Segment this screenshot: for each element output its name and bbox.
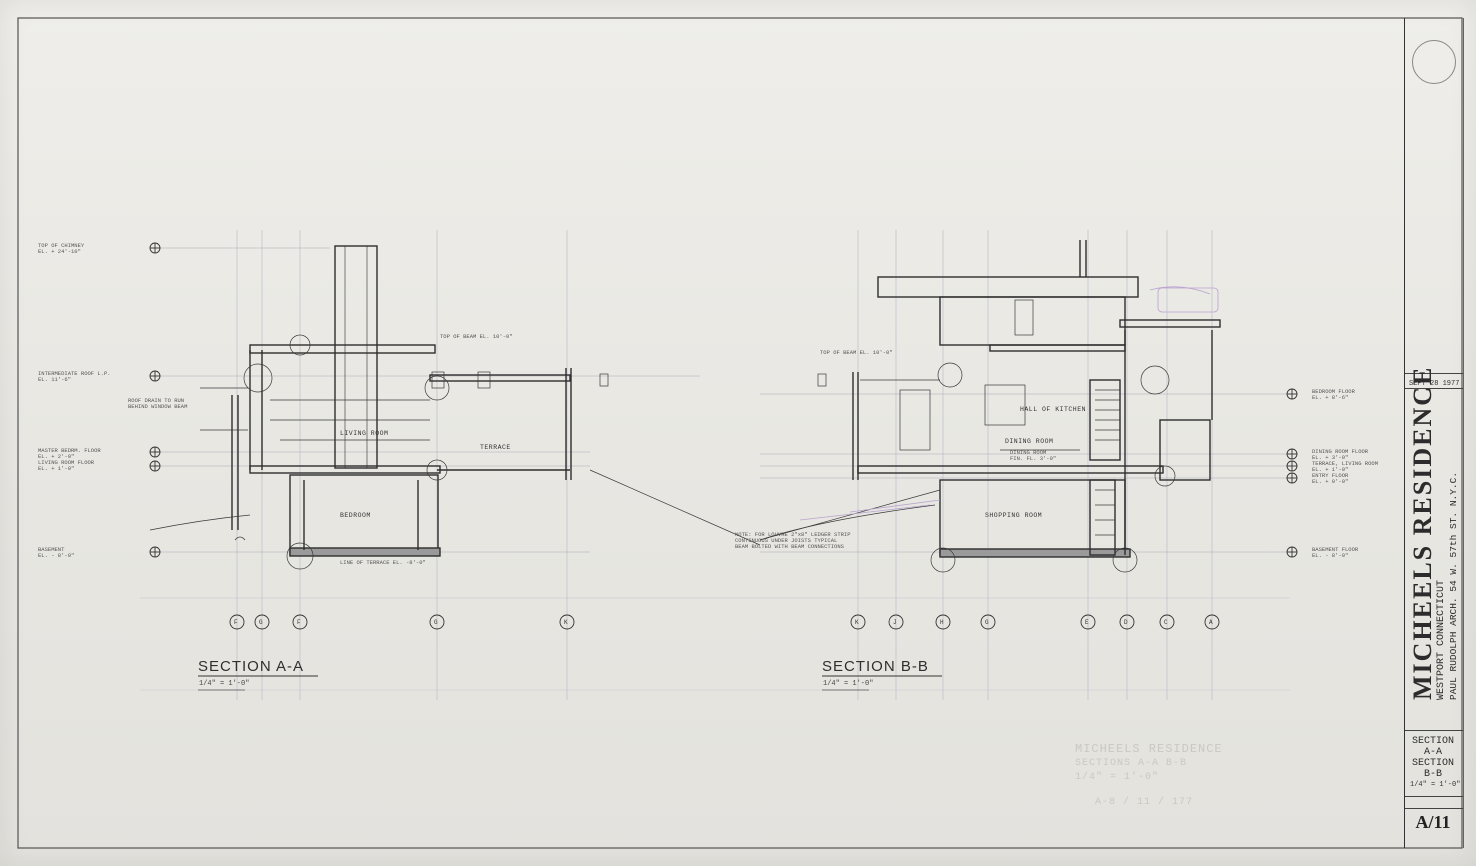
drawing-date: SEPT 28 1977: [1409, 380, 1460, 388]
title-block: [1404, 18, 1464, 848]
room-label: BEDROOM: [340, 512, 371, 519]
faded-stamp-line: MICHEELS RESIDENCE: [1075, 742, 1223, 756]
sheet-scale: 1/4" = 1'-0": [1410, 781, 1461, 789]
sheet-number: A/11: [1415, 812, 1451, 832]
grid-tag: A: [1209, 619, 1213, 626]
room-label: SHOPPING ROOM: [985, 512, 1043, 519]
grid-tag: H: [940, 619, 944, 626]
section-aa-detail: [149, 334, 609, 570]
grid-tag: G: [434, 619, 438, 626]
level-note: BEDROOM FLOOR EL. + 8'-6": [1312, 388, 1355, 401]
construction-grid: [140, 230, 1290, 700]
level-note: DINING ROOM FLOOR EL. + 3'-0" TERRACE, L…: [1312, 448, 1379, 485]
section-bb-title: SECTION B-B: [822, 658, 929, 675]
annotation: LINE OF TERRACE EL. -8'-0": [340, 559, 426, 566]
level-markers: [149, 242, 1298, 558]
project-title: MICHEELS RESIDENCE: [1408, 365, 1437, 700]
section-bb-structure: [852, 240, 1221, 558]
section-aa-structure: [231, 245, 572, 557]
architect-seal: [1412, 40, 1456, 84]
grid-tag: K: [564, 619, 568, 626]
section-aa-title: SECTION A-A: [198, 658, 305, 675]
room-label: DINING ROOM: [1005, 438, 1054, 445]
annotation: TOP OF BEAM EL. 10'-0": [820, 349, 893, 356]
drawing-title-line: A-A: [1423, 747, 1442, 758]
annotation: NOTE: FOR LOUVRE 2"x8" LEDGER STRIP CONT…: [735, 531, 851, 550]
project-location: WESTPORT CONNECTICUT: [1436, 579, 1447, 700]
grid-tag: F: [234, 619, 238, 626]
pencil-annotations: [799, 286, 1219, 521]
section-bb-detail: [589, 299, 1176, 573]
faded-stamp-line: A-8 / 11 / 177: [1095, 797, 1194, 808]
level-note: BASEMENT EL. - 8'-0": [38, 546, 75, 559]
drawing-title-line: B-B: [1423, 769, 1442, 780]
level-note: MASTER BEDRM. FLOOR EL. + 2'-0" LIVING R…: [38, 447, 101, 472]
architect-credit: PAUL RUDOLPH ARCH. 54 W. 57th ST. N.Y.C.: [1448, 471, 1459, 700]
faded-stamp-line: SECTIONS A-A B-B: [1075, 758, 1188, 769]
level-note: BASEMENT FLOOR EL. - 8'-0": [1312, 546, 1359, 559]
grid-tag: C: [1164, 619, 1168, 626]
room-label: TERRACE: [480, 444, 511, 451]
level-note: TOP OF CHIMNEY EL. + 24'-10": [38, 242, 85, 255]
room-label: HALL OF KITCHEN: [1020, 406, 1087, 413]
grid-tag: E: [1085, 619, 1089, 626]
grid-tag: G: [259, 619, 263, 626]
grid-tag: J: [893, 619, 897, 626]
annotation: ROOF DRAIN TO RUN BEHIND WINDOW BEAM: [128, 397, 188, 410]
section-bb-scale: 1/4" = 1'-0": [823, 680, 874, 688]
grid-tag: G: [985, 619, 989, 626]
drawing-title: SECTION A-A SECTION B-B: [1404, 736, 1462, 780]
level-note: INTERMEDIATE ROOF L.P. EL. 11'-6": [38, 370, 111, 383]
faded-stamp-line: 1/4" = 1'-0": [1075, 772, 1160, 783]
grid-tag: F: [297, 619, 301, 626]
section-aa-scale: 1/4" = 1'-0": [199, 680, 250, 688]
room-label: LIVING ROOM: [340, 430, 389, 437]
grid-bubbles: [229, 614, 1220, 630]
grid-tag: K: [855, 619, 859, 626]
drawing-title-line: SECTION: [1411, 736, 1454, 747]
annotation: DINING ROOM FIN. FL. 3'-0": [1010, 449, 1057, 462]
drawing-title-line: SECTION: [1411, 758, 1454, 769]
annotation: TOP OF BEAM EL. 10'-0": [440, 333, 513, 340]
grid-tag: D: [1124, 619, 1128, 626]
